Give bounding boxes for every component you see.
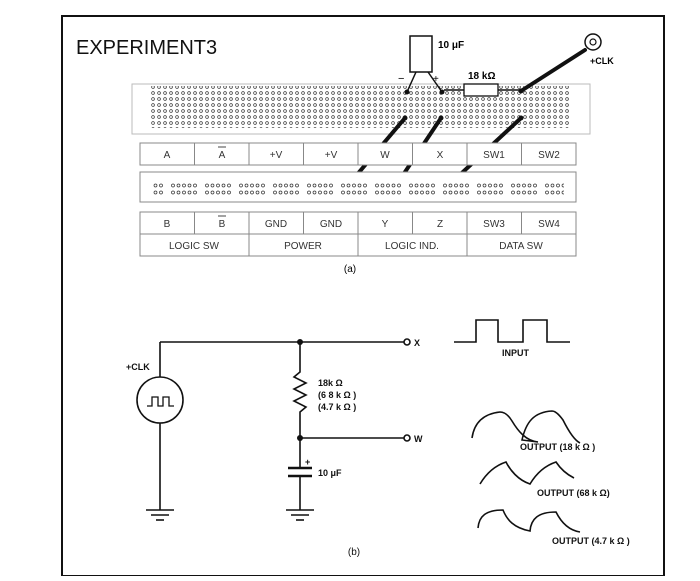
label-sw2: SW2 [538,150,560,161]
experiment-title: EXPERIMENT3 [76,37,217,59]
label-sw4: SW4 [538,219,560,230]
clk-terminal-label: +CLK [590,56,614,66]
schematic-junctions [297,339,303,441]
capacitor-lead-neg [406,71,417,93]
resistor-body [463,83,499,97]
node-x-label: X [414,338,420,348]
label-w: W [380,150,390,161]
label-strip-top: A A +V +V W X SW1 SW2 [139,142,577,166]
label-a: A [164,150,171,161]
output-waveform-68k [479,461,575,485]
label-x: X [437,150,444,161]
output-waveform-18k [471,410,581,444]
group-logic-sw: LOGIC SW [169,241,220,252]
input-label: INPUT [502,348,530,358]
label-sw3: SW3 [483,219,505,230]
resistor-value-18k: 18k Ω [318,378,343,388]
capacitor-value: 10 μF [318,468,342,478]
clock-source-symbol [136,376,184,424]
group-data-sw: DATA SW [499,241,543,252]
input-waveform [454,319,570,343]
schematic [136,338,411,521]
output-label-68k: OUTPUT (68 k Ω) [537,488,610,498]
label-gnd-2: GND [320,219,342,230]
label-vplus-1: +V [270,150,283,161]
capacitor-value-label: 10 μF [438,40,464,51]
output-label-18k: OUTPUT (18 k Ω ) [520,442,595,452]
node-x-terminal [403,338,411,346]
middle-hole-grid-2 [152,189,564,196]
ground-symbol-left [146,509,174,521]
capacitor-minus: − [398,73,404,85]
clk-terminal-inner [589,38,597,46]
caption-b: (b) [348,547,360,558]
waveforms [454,319,581,533]
breadboard: − + 10 μF 18 kΩ +CLK [131,33,614,275]
resistor-value-68k: (6 8 k Ω ) [318,390,356,400]
caption-a: (a) [344,264,356,275]
capacitor-body [409,35,433,73]
node-w-terminal [403,434,411,442]
clock-waveform-icon [147,396,174,407]
label-a-bar: A [219,150,226,161]
node-w-label: W [414,434,423,444]
ground-symbol-right [286,509,314,521]
resistor-value-label: 18 kΩ [468,71,495,82]
label-b: B [164,219,171,230]
resistor-symbol [292,342,308,438]
label-z: Z [437,219,443,230]
capacitor-plus: + [433,74,439,85]
middle-hole-grid [152,181,564,188]
resistor-value-4-7k: (4.7 k Ω ) [318,402,356,412]
breadboard-hole-grid [150,86,570,128]
label-strip-bottom: B B GND GND Y Z SW3 SW4 LOGIC SW POWER L… [139,211,577,257]
output-waveform-4-7k [477,509,581,533]
label-y: Y [382,219,389,230]
group-power: POWER [284,241,322,252]
label-gnd-1: GND [265,219,287,230]
label-b-bar: B [219,219,226,230]
capacitor-plus-sign: + [305,457,310,467]
schematic-clk-label: +CLK [126,362,150,372]
capacitor-lead-pos [427,71,443,93]
clk-jumper-wire [519,48,587,93]
label-vplus-2: +V [325,150,338,161]
group-logic-ind: LOGIC IND. [385,241,439,252]
output-label-4-7k: OUTPUT (4.7 k Ω ) [552,536,630,546]
label-sw1: SW1 [483,150,505,161]
